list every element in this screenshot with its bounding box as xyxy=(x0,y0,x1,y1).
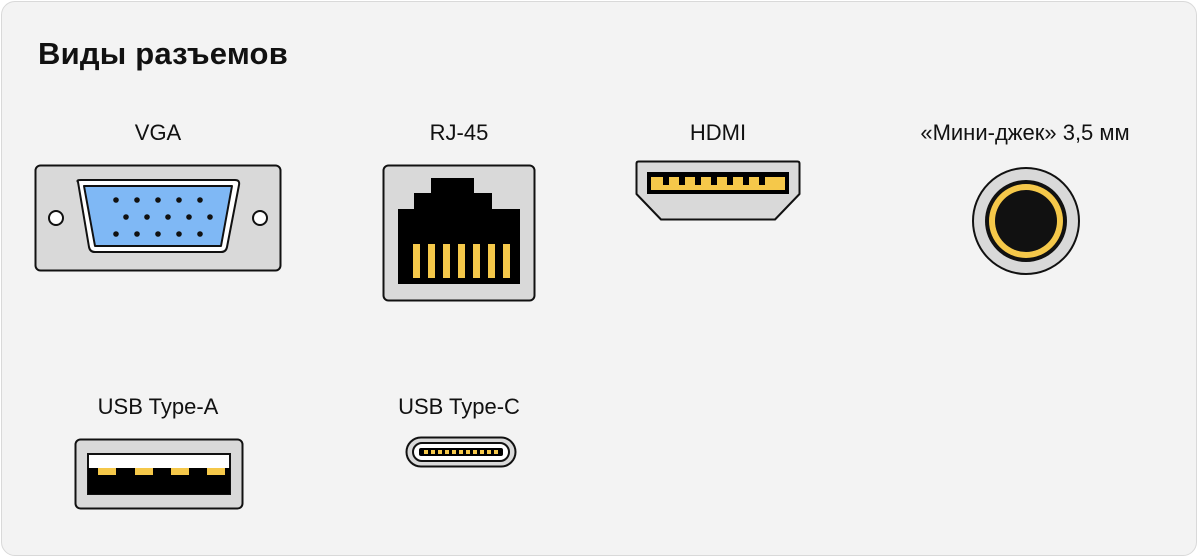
page-title: Виды разъемов xyxy=(38,36,288,71)
usb-c-label: USB Type-C xyxy=(398,394,520,419)
hdmi-connector-icon xyxy=(635,160,801,221)
usb-a-connector-icon xyxy=(74,438,244,510)
mini-jack-connector-icon xyxy=(972,167,1080,275)
usb-c-connector-icon xyxy=(405,436,517,468)
jack-label: «Мини-джек» 3,5 мм xyxy=(920,120,1130,145)
vga-label: VGA xyxy=(134,120,182,145)
rj45-connector-icon xyxy=(382,164,536,302)
rj45-label: RJ-45 xyxy=(429,120,489,145)
usb-a-label: USB Type-A xyxy=(97,394,219,419)
hdmi-label: HDMI xyxy=(689,120,747,145)
vga-connector-icon xyxy=(34,164,282,272)
